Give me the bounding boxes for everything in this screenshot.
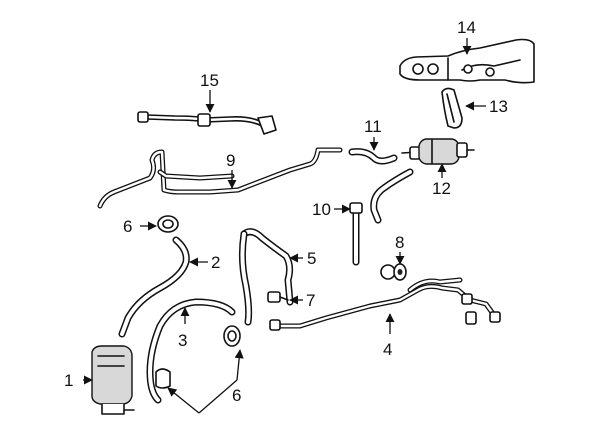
callout-5: 5 (307, 249, 316, 268)
part-1-reservoir (91, 345, 135, 415)
part-7-connector (267, 291, 289, 303)
part-15-wire-harness (137, 111, 277, 135)
part-2-hose (118, 236, 190, 338)
part-5-hose (238, 228, 294, 326)
callout-13: 13 (489, 97, 508, 116)
part-14-heat-shield (399, 38, 535, 84)
part-4-pipe-assembly (269, 277, 501, 331)
callout-1: 1 (64, 371, 73, 390)
callout-8: 8 (395, 233, 404, 252)
callout-2: 2 (211, 253, 220, 272)
callout-7: 7 (306, 291, 315, 310)
callout-14: 14 (457, 18, 476, 37)
part-8-clamp (380, 263, 407, 281)
callout-6-top: 6 (123, 217, 132, 236)
callout-12: 12 (432, 179, 451, 198)
leader-lines (83, 38, 486, 414)
callout-10: 10 (312, 200, 331, 219)
part-3-hose (146, 298, 236, 404)
part-6-hose-clamp-top (157, 215, 179, 233)
part-6-hose-clamps-bottom (155, 325, 241, 389)
part-13-clamp-bracket (441, 87, 463, 129)
callout-4: 4 (383, 340, 392, 359)
callout-3: 3 (178, 331, 187, 350)
callout-9: 9 (226, 151, 235, 170)
part-10-hose-assembly (349, 168, 414, 266)
callout-15: 15 (200, 71, 219, 90)
callout-labels: 1 2 3 4 5 6 6 7 8 9 10 11 12 13 14 15 (64, 18, 508, 405)
part-11-short-hose (348, 148, 398, 165)
callout-6-bottom: 6 (232, 386, 241, 405)
part-12-auxiliary-pump (401, 138, 475, 165)
callout-11: 11 (364, 117, 382, 136)
part-9-tube-assembly (97, 147, 343, 209)
